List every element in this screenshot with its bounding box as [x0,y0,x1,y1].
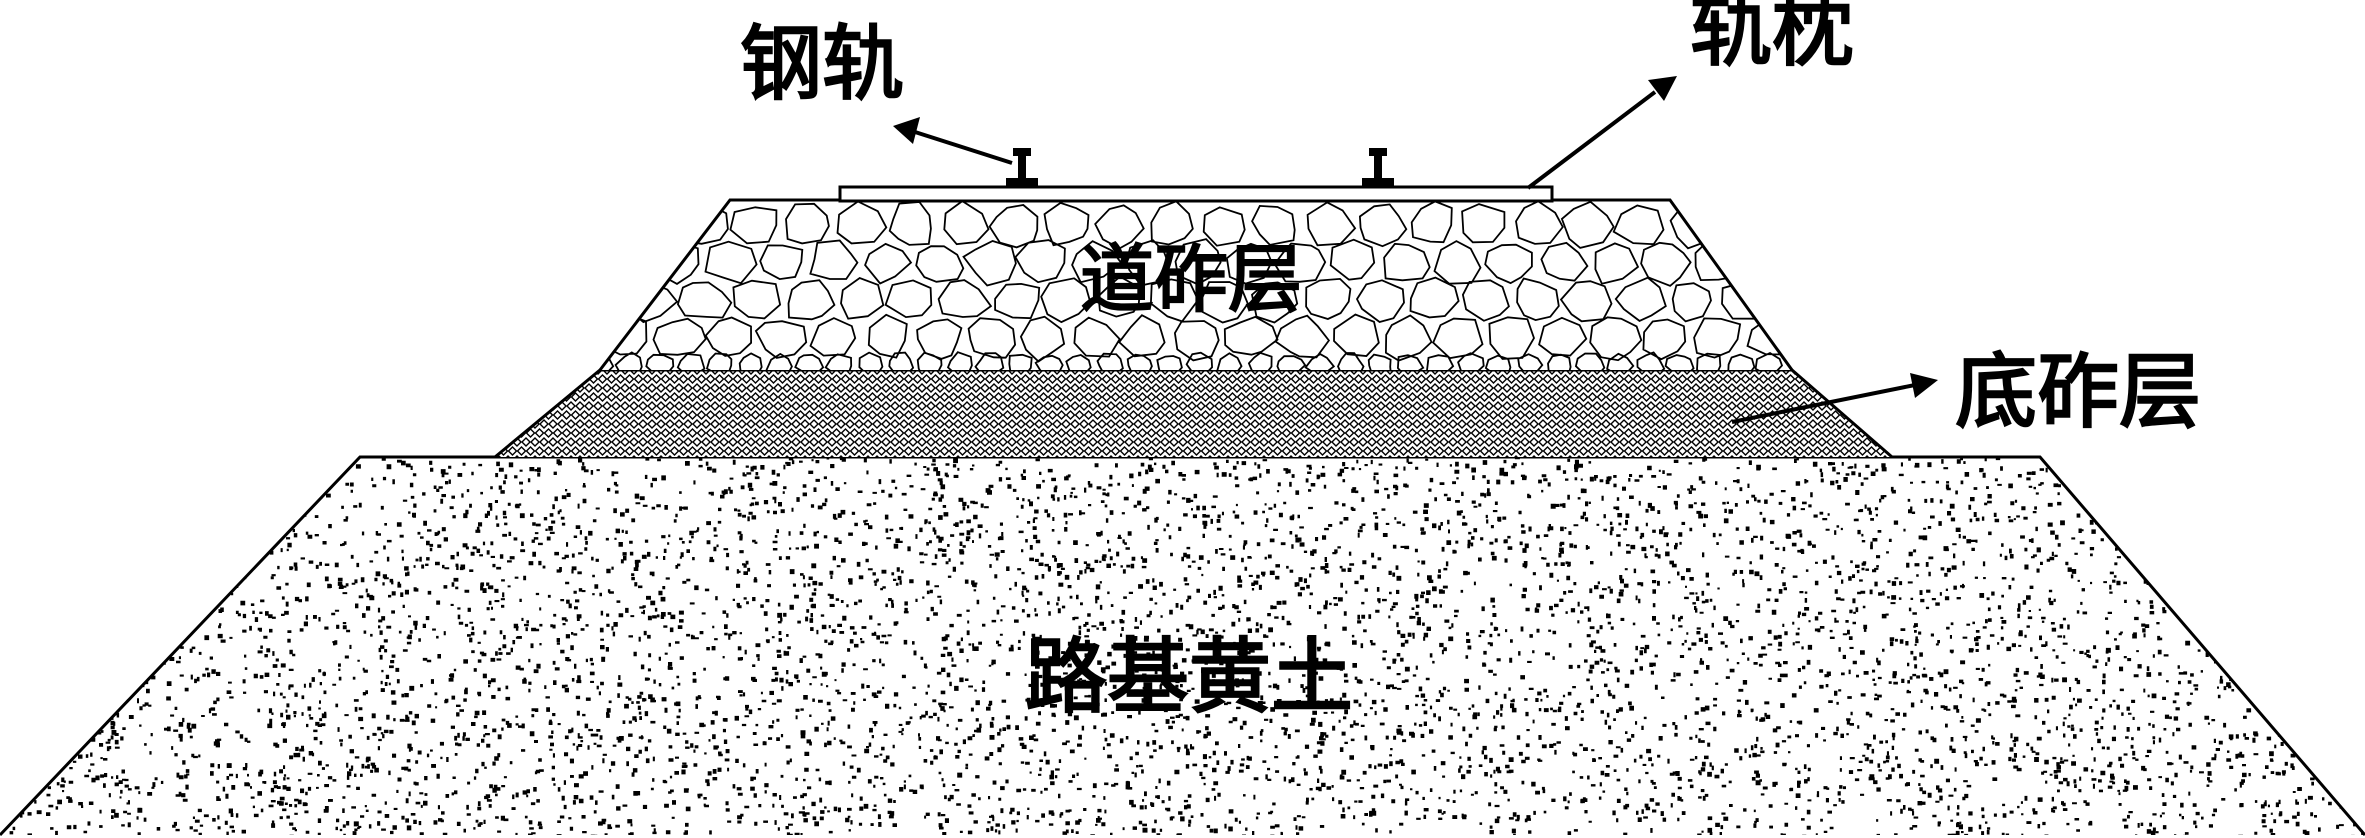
subballast-layer [494,368,1893,459]
sleeper-label: 轨枕 [1690,0,1854,78]
subballast-label: 底砟层 [1955,344,2201,440]
sleeper-arrow [1526,76,1677,190]
sleeper [838,185,1554,203]
rail-right [1362,148,1394,187]
subballast-arrow [1731,373,1938,424]
rail-left [1006,148,1038,187]
subgrade-label: 路基黄土 [1025,629,1353,725]
rail-arrow [893,117,1013,165]
ballast-label: 道砟层 [1080,237,1302,323]
rail-label: 钢轨 [740,16,904,112]
